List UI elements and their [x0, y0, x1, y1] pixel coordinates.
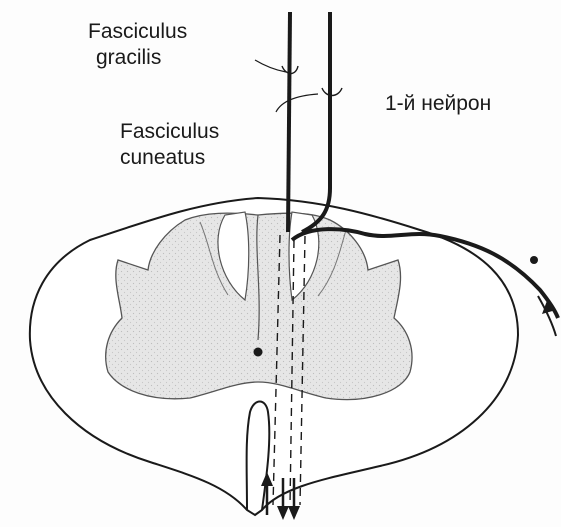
down-arrow-icon-2 — [288, 506, 300, 520]
label-gracilis-line1: Fasciculus — [88, 20, 187, 43]
label-cuneatus-line1: Fasciculus — [120, 120, 219, 143]
label-cuneatus-line2: cuneatus — [120, 146, 205, 169]
gracile-fiber — [288, 12, 290, 232]
neuron-cell-body — [530, 256, 538, 264]
leader-cuneatus — [276, 94, 318, 112]
cuneate-fiber — [302, 12, 330, 232]
down-arrow-icon-1 — [277, 506, 289, 520]
label-first-neuron: 1-й нейрон — [385, 92, 491, 115]
leader-gracilis — [255, 60, 286, 72]
label-gracilis-line2: gracilis — [96, 46, 161, 69]
central-canal — [254, 348, 263, 357]
